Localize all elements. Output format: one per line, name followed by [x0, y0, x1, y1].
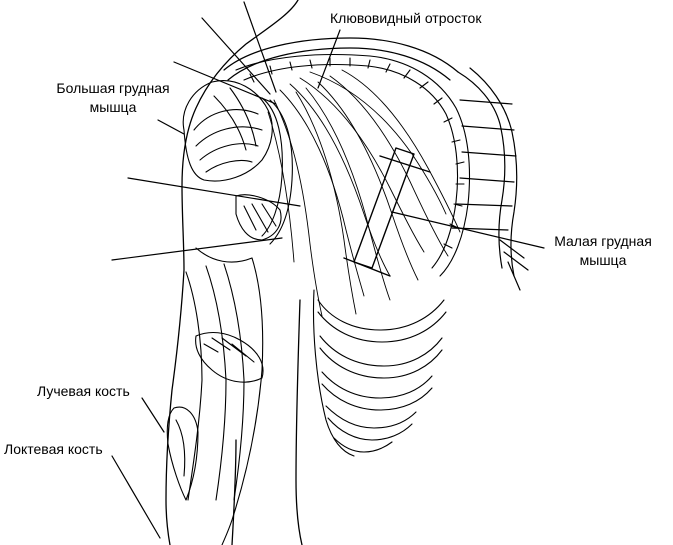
ribs — [312, 289, 447, 457]
pectoralis-minor-label-line1: Малая грудная — [554, 233, 652, 249]
flap-edge — [235, 53, 470, 277]
leader-unlabeled-3 — [173, 61, 277, 105]
leader-unlabeled-2 — [201, 17, 271, 95]
pectoralis-major-label-line1: Большая грудная — [56, 80, 170, 96]
leader-ulna — [111, 455, 161, 539]
retractor-instrument — [343, 147, 431, 277]
pectoralis-major-label-line2: мышца — [89, 99, 137, 115]
forearm — [166, 247, 264, 545]
pectoralis-fibres — [267, 69, 461, 317]
sternum — [451, 67, 529, 291]
leader-pectoralis-major — [157, 119, 185, 135]
leader-unlabeled-1 — [243, 1, 277, 93]
pectoralis-minor-label-line2: мышца — [579, 252, 627, 268]
leader-pectoralis-minor — [391, 211, 545, 249]
leader-radius — [141, 397, 165, 433]
radius-label: Лучевая кость — [37, 383, 130, 399]
deltoid-muscle — [182, 80, 273, 182]
ulna-label: Локтевая кость — [4, 441, 103, 457]
leader-unlabeled-5 — [111, 237, 283, 261]
leader-lines — [111, 1, 545, 539]
leader-unlabeled-4 — [127, 177, 301, 207]
leader-coracoid — [317, 29, 341, 89]
coracoid-process-label: Клювовидный отросток — [330, 10, 482, 26]
biceps-tendon — [235, 97, 293, 245]
